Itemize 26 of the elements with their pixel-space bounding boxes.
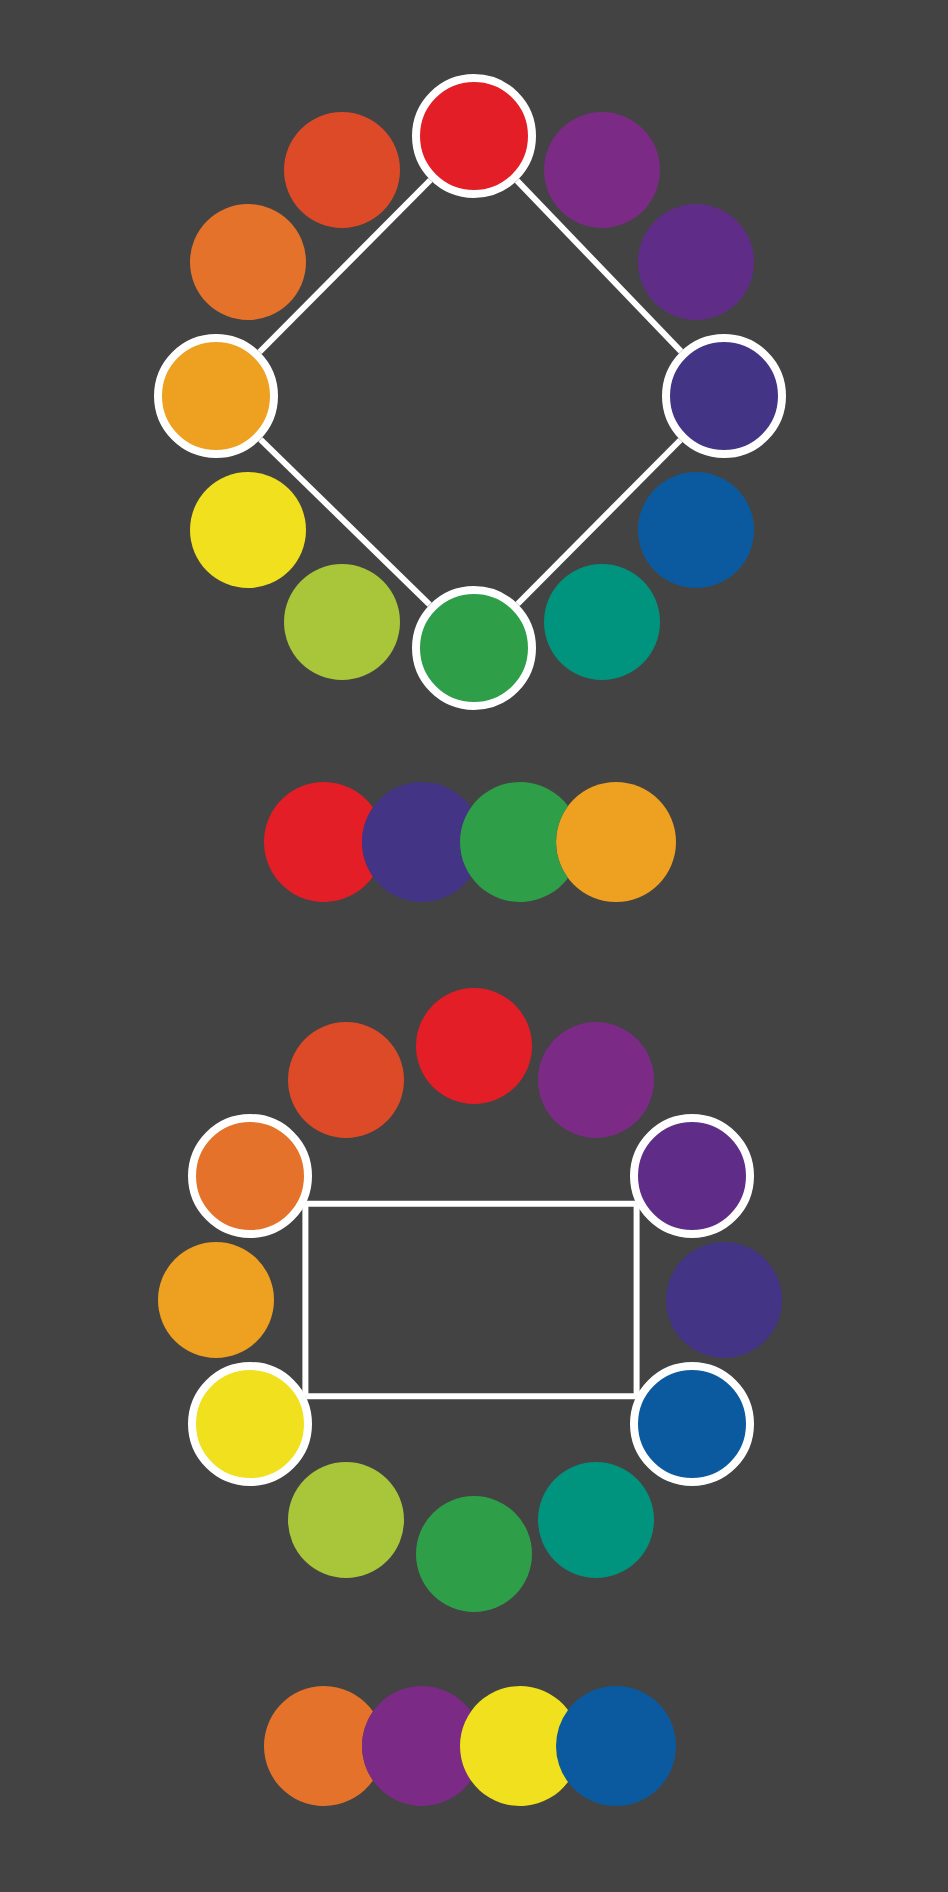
connector-line — [302, 1203, 309, 1397]
color-circle — [544, 564, 660, 680]
color-circle — [190, 204, 306, 320]
connector-line — [515, 437, 683, 607]
outlined-color-circle — [630, 1362, 754, 1486]
color-circle — [284, 112, 400, 228]
connector-line — [257, 177, 433, 355]
color-circle — [538, 1022, 654, 1138]
outlined-color-circle — [662, 334, 786, 458]
connector-line — [633, 1203, 640, 1397]
color-circle — [638, 472, 754, 588]
connector-line — [514, 178, 684, 354]
color-circle — [544, 112, 660, 228]
outlined-color-circle — [154, 334, 278, 458]
outlined-color-circle — [412, 586, 536, 710]
color-circle — [638, 204, 754, 320]
connector-line — [305, 1200, 637, 1207]
connector-line — [258, 437, 432, 607]
outlined-color-circle — [412, 74, 536, 198]
color-circle — [284, 564, 400, 680]
outlined-color-circle — [188, 1362, 312, 1486]
color-circle — [538, 1462, 654, 1578]
outlined-color-circle — [630, 1114, 754, 1238]
outlined-color-circle — [188, 1114, 312, 1238]
color-circle — [190, 472, 306, 588]
connector-line — [305, 1393, 637, 1400]
